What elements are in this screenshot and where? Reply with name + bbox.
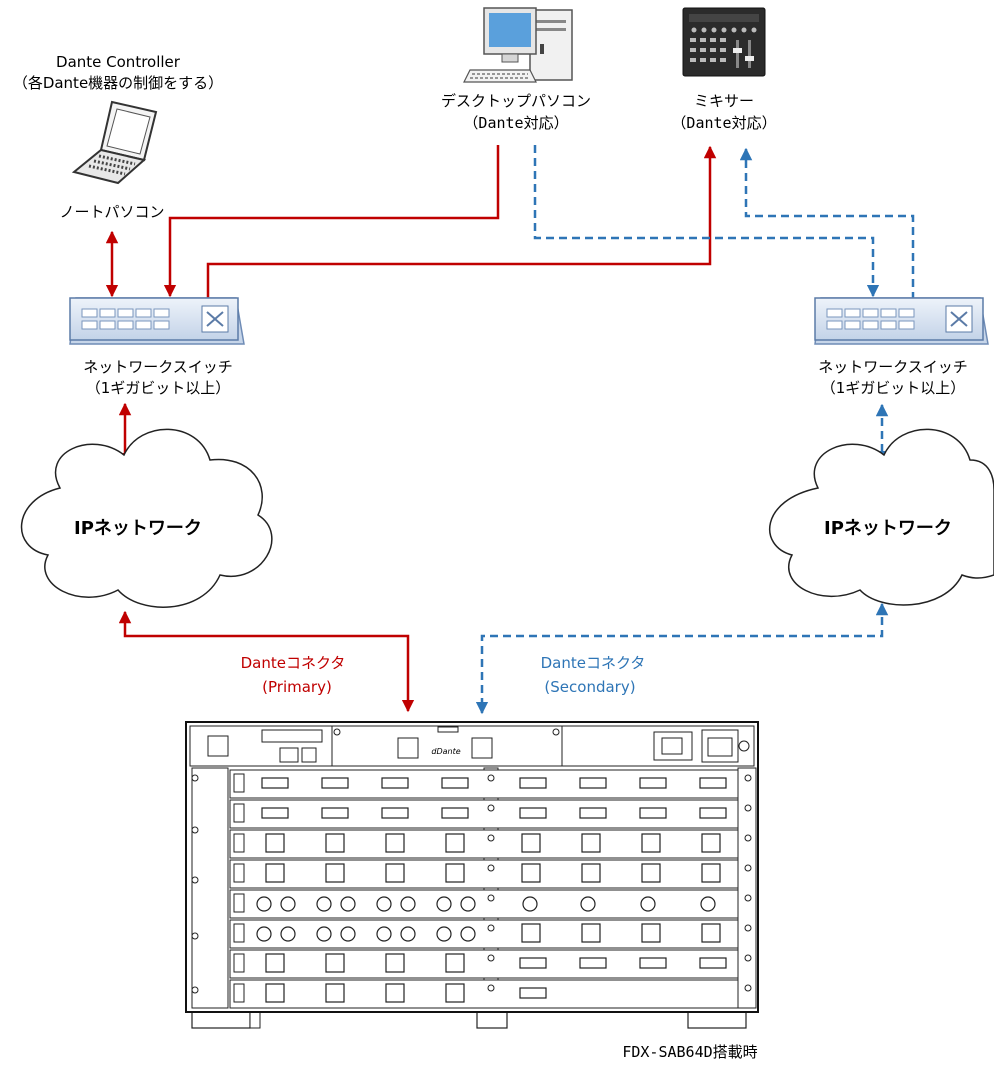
switch-right-sublabel: （1ギガビット以上）: [821, 379, 966, 397]
secondary-connector-sublabel: (Secondary): [544, 678, 635, 696]
ip-network-cloud-right: IPネットワーク: [768, 428, 994, 606]
secondary-connector-label: Danteコネクタ: [541, 654, 646, 672]
desktop-sublabel: （Dante対応）: [463, 114, 568, 132]
laptop-icon: [71, 100, 158, 185]
cloud-device-primary-link: [118, 610, 415, 713]
desktop-switch-link: [163, 145, 500, 298]
ip-network-left-label: IPネットワーク: [74, 518, 202, 539]
figure-caption: FDX-SAB64D搭載時: [622, 1043, 757, 1061]
primary-connector-label: Danteコネクタ: [241, 654, 346, 672]
switch-left-label: ネットワークスイッチ: [83, 358, 233, 376]
mixer-icon: [682, 7, 766, 77]
ip-network-right-label: IPネットワーク: [824, 518, 952, 539]
laptop-label: ノートパソコン: [59, 203, 164, 221]
desktop-switch-secondary-link: [533, 145, 880, 298]
switch-mixer-secondary-link: [739, 147, 915, 300]
fdx-chassis: dDante: [185, 721, 759, 1029]
desktop-label: デスクトップパソコン: [441, 92, 591, 110]
switch-right-label: ネットワークスイッチ: [818, 358, 968, 376]
primary-connector-sublabel: (Primary): [262, 678, 332, 696]
dante-logo: dDante: [431, 747, 460, 756]
secondary-port: [471, 737, 493, 759]
controller-title: Dante Controller: [56, 53, 181, 71]
cloud-device-secondary-link: [475, 602, 889, 715]
network-switch-left-icon: [69, 297, 245, 345]
controller-subtitle: （各Dante機器の制御をする）: [13, 74, 223, 92]
primary-port: [397, 737, 419, 759]
ip-network-cloud-left: IPネットワーク: [21, 428, 273, 608]
network-switch-right-icon: [814, 297, 989, 345]
switch-mixer-primary-link: [206, 145, 717, 304]
mixer-sublabel: （Dante対応）: [671, 114, 776, 132]
switch-left-sublabel: （1ギガビット以上）: [86, 379, 231, 397]
desktop-pc-icon: [463, 7, 573, 83]
mixer-label: ミキサー: [694, 92, 754, 110]
